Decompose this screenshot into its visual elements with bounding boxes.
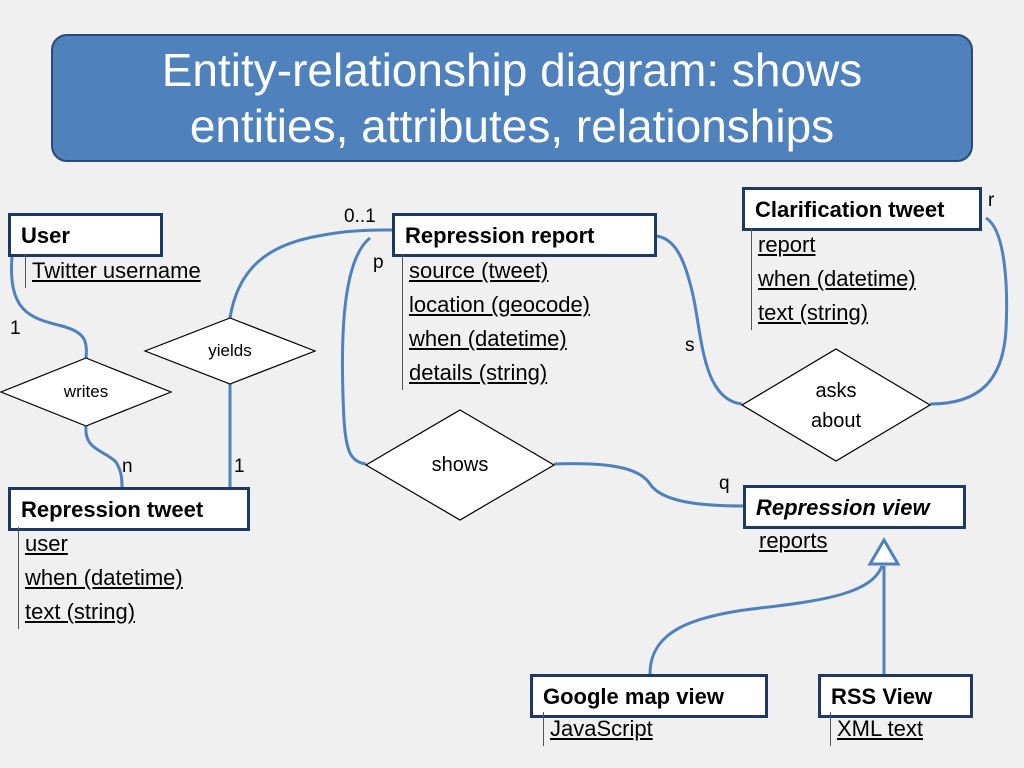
asks-about-relationship-diamond [740,348,932,462]
repression-tweet-attributes: user when (datetime) text (string) [18,527,183,629]
asks-about-label-line-1: asks [815,380,857,402]
cardinality-shows-view: q [719,473,730,494]
yields-relationship-label: yields [208,341,252,360]
shows-relationship-diamond [364,409,556,521]
repression-view-attributes: reports [752,524,827,558]
repression-report-attribute: details (string) [409,360,548,385]
cardinality-user-writes: 1 [10,318,21,339]
repression-report-attribute: when (datetime) [409,326,567,351]
rss-view-entity: RSS View [818,674,973,718]
connector-shows-repression-view [553,462,745,508]
repression-view-entity-name: Repression view [756,495,930,520]
repression-tweet-attribute: text (string) [25,599,136,624]
user-attribute: Twitter username [32,258,201,283]
cardinality-report-shows: p [373,252,384,273]
connector-google-map-view-inheritance [648,565,884,675]
connector-clarification-tweet-asks-about [929,216,1009,406]
yields-relationship-diamond [143,317,317,385]
google-map-view-attributes: JavaScript [543,712,653,746]
asks-about-relationship-label: asks about [786,376,886,436]
shows-relationship-label: shows [431,454,489,476]
user-entity-name: User [21,223,70,248]
clarification-tweet-entity: Clarification tweet [742,187,982,231]
repression-tweet-attribute: user [25,531,68,556]
connector-yields-repression-report [228,228,393,319]
repression-view-attribute: reports [759,528,828,553]
repression-report-attributes: source (tweet) location (geocode) when (… [402,254,590,390]
clarification-tweet-attribute: when (datetime) [758,266,916,291]
connector-repression-report-asks-about [655,234,743,406]
google-map-view-attribute: JavaScript [550,716,653,741]
repression-report-attribute: source (tweet) [409,258,549,283]
clarification-tweet-attribute: text (string) [758,300,869,325]
cardinality-clarification-asks: r [988,190,995,211]
connector-user-writes [9,255,88,359]
repression-tweet-entity-name: Repression tweet [21,497,204,522]
repression-report-attribute: location (geocode) [409,292,591,317]
title-line-1: Entity-relationship diagram: shows [161,44,863,96]
google-map-view-entity: Google map view [530,674,768,718]
writes-relationship-label: writes [63,382,109,401]
cardinality-yields-report: 0..1 [344,206,376,227]
diagram-title: Entity-relationship diagram: shows entit… [51,34,973,162]
cardinality-report-asks: s [685,335,695,356]
user-entity: User [8,213,163,257]
connector-repression-report-shows [340,236,371,466]
repression-view-entity: Repression view [743,485,966,529]
repression-tweet-attribute: when (datetime) [25,565,183,590]
repression-report-entity: Repression report [392,213,657,257]
connector-writes-repression-tweet [84,425,124,489]
asks-about-label-line-2: about [810,410,862,432]
repression-tweet-entity: Repression tweet [8,487,250,531]
rss-view-attribute: XML text [837,716,923,741]
clarification-tweet-entity-name: Clarification tweet [755,197,945,222]
writes-relationship-diamond [0,357,173,427]
clarification-tweet-attributes: report when (datetime) text (string) [751,228,916,330]
cardinality-writes-tweet: n [122,456,133,477]
inheritance-triangle [867,537,901,566]
cardinality-yields-tweet: 1 [234,456,245,477]
clarification-tweet-attribute: report [758,232,816,257]
rss-view-entity-name: RSS View [831,684,933,709]
rss-view-attributes: XML text [830,712,923,746]
repression-report-entity-name: Repression report [405,223,595,248]
title-line-2: entities, attributes, relationships [189,100,835,152]
user-attributes: Twitter username [25,254,201,288]
google-map-view-entity-name: Google map view [543,684,724,709]
